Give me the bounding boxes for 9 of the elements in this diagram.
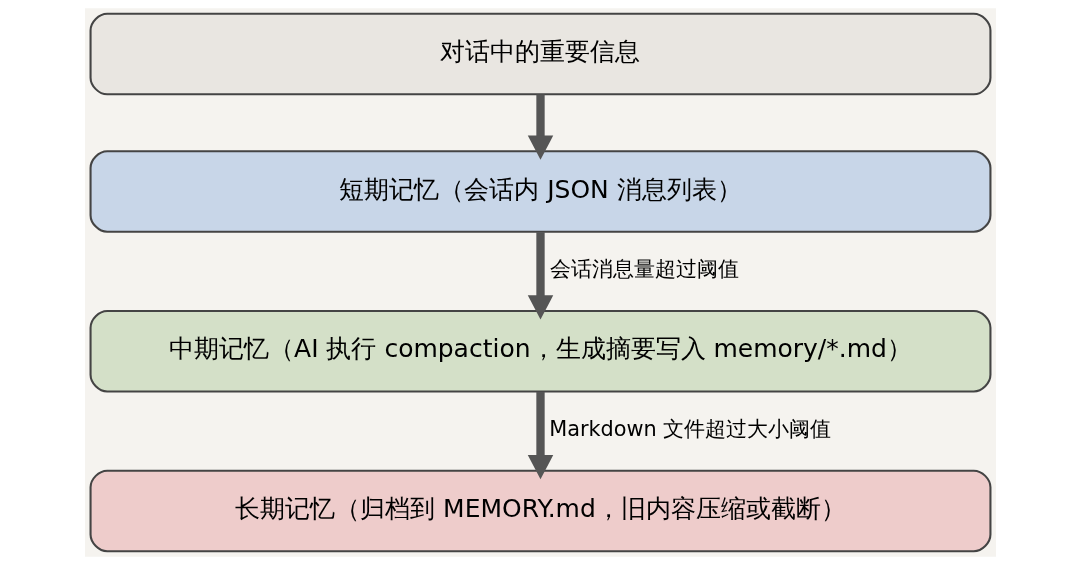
- node-box: 短期记忆（会话内 JSON 消息列表）: [89, 150, 991, 233]
- edge-label: Markdown 文件超过大小阈值: [548, 416, 831, 441]
- edge-label: 会话消息量超过阈值: [549, 257, 739, 282]
- node-box: 对话中的重要信息: [89, 12, 991, 96]
- arrow: [527, 94, 553, 160]
- node-box: 长期记忆（归档到 MEMORY.md，旧内容压缩或截断）: [89, 469, 991, 553]
- arrow: [527, 391, 553, 480]
- arrow: [527, 232, 553, 320]
- node-box: 中期记忆（AI 执行 compaction，生成摘要写入 memory/*.md）: [89, 309, 991, 393]
